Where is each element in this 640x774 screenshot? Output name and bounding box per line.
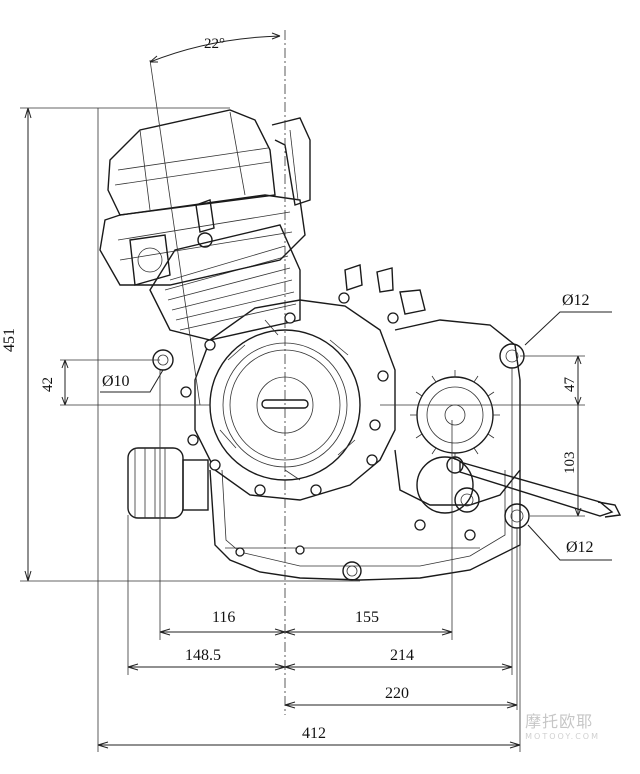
dim-height-451: 451 xyxy=(1,328,18,352)
dim-width-155: 155 xyxy=(355,609,379,626)
dim-mount-d12-top: Ø12 xyxy=(562,292,590,309)
dim-width-412: 412 xyxy=(302,725,326,742)
dim-mount-d12-bottom: Ø12 xyxy=(566,539,594,556)
dim-width-214: 214 xyxy=(390,647,414,664)
engine-body xyxy=(99,109,622,581)
watermark-logo: 摩托欧耶 MOTOOY.COM xyxy=(525,708,600,741)
dim-offset-103: 103 xyxy=(562,452,578,475)
dimension-lines xyxy=(20,30,612,752)
watermark-brand: 摩托欧耶 xyxy=(525,712,594,731)
dim-width-116: 116 xyxy=(212,609,235,626)
dim-width-148-5: 148.5 xyxy=(185,647,221,664)
dim-offset-47: 47 xyxy=(562,377,578,393)
dim-angle: 22° xyxy=(204,36,225,52)
dimension-labels: 22° 451 42 Ø10 Ø12 47 103 Ø12 116 155 14… xyxy=(1,36,594,742)
dim-offset-42: 42 xyxy=(40,377,56,392)
dim-width-220: 220 xyxy=(385,685,409,702)
watermark-url: MOTOOY.COM xyxy=(525,732,600,741)
dim-bore-d10: Ø10 xyxy=(102,373,130,390)
